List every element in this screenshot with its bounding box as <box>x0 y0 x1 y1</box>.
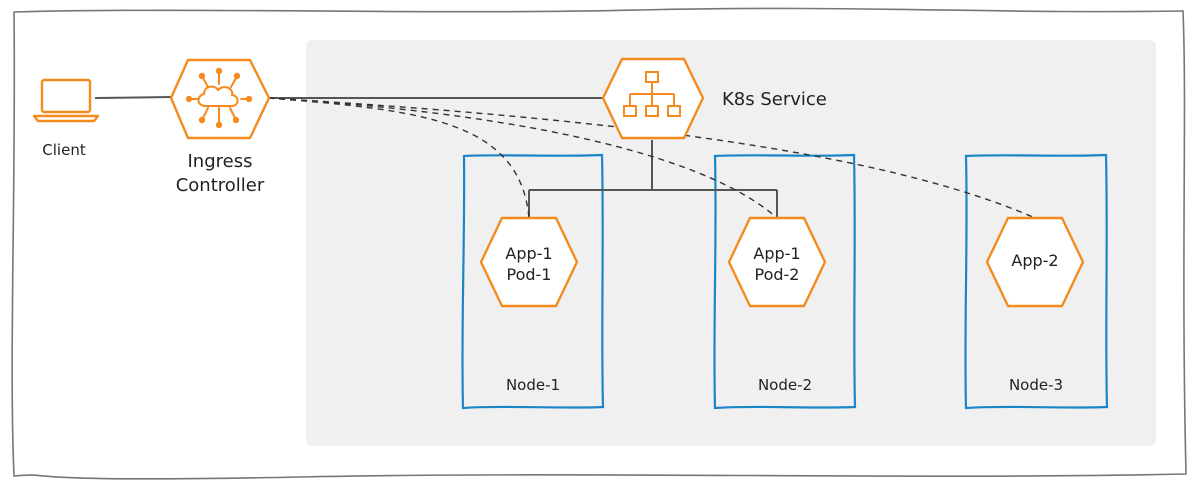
pod2-label-line2: Pod-2 <box>755 265 800 284</box>
ingress-label-line2: Controller <box>176 175 265 196</box>
ingress-label-line1: Ingress <box>188 151 253 172</box>
node-box-3[interactable] <box>964 153 1109 410</box>
pod-app1-pod1[interactable] <box>479 216 579 308</box>
client-label: Client <box>42 141 86 159</box>
node-box-2[interactable] <box>713 153 857 410</box>
ingress-to-pod3-dashed <box>267 97 1036 219</box>
pod2-label-line1: App-1 <box>753 244 800 263</box>
cluster-area <box>306 40 1156 446</box>
laptop-icon[interactable] <box>32 78 100 123</box>
node-box-1[interactable] <box>461 153 605 410</box>
pod1-label-line1: App-1 <box>505 244 552 263</box>
node3-label: Node-3 <box>1009 376 1063 394</box>
pod3-label-line1: App-2 <box>1011 251 1058 270</box>
hierarchy-icon <box>623 71 681 117</box>
ingress-to-pod1-dashed <box>267 97 530 219</box>
pod-app1-pod2[interactable] <box>727 216 827 308</box>
node1-label: Node-1 <box>506 376 560 394</box>
pod1-label-line2: Pod-1 <box>507 265 552 284</box>
k8s-service[interactable] <box>601 57 705 140</box>
ingress-controller[interactable] <box>169 58 271 140</box>
cloud-network-icon <box>185 67 253 129</box>
node2-label: Node-2 <box>758 376 812 394</box>
service-label: K8s Service <box>722 89 827 110</box>
client-to-ingress-line <box>94 96 173 99</box>
pod-app2[interactable] <box>985 216 1085 308</box>
